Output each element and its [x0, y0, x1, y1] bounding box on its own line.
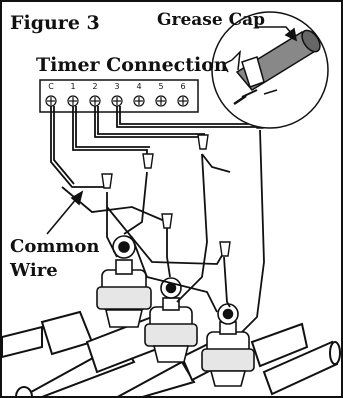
terminal-label-4: 4: [136, 82, 142, 91]
wire-connectors: [101, 113, 266, 257]
terminal-label-c: C: [48, 82, 54, 91]
terminal-label-1: 1: [70, 82, 76, 91]
timer-terminal-strip: [39, 79, 199, 113]
terminal-block: [39, 79, 199, 113]
grease-cap-label: Grease Cap: [157, 10, 266, 30]
terminal-label-2: 2: [92, 82, 98, 91]
terminal-label-3: 3: [114, 82, 120, 91]
valve-3: [201, 303, 255, 387]
wires: [50, 106, 265, 333]
grease-cap-inset: [211, 11, 329, 129]
common-wire-label: Common Wire: [10, 235, 100, 283]
grease-cap-arrow: [256, 26, 298, 42]
common-wire-arrow: [46, 190, 84, 235]
terminal-label-6: 6: [180, 82, 186, 91]
common-wire-label-line2: Wire: [10, 260, 58, 281]
pipe-network: [2, 310, 341, 396]
timer-connection-label: Timer Connection: [36, 54, 228, 76]
figure-title: Figure 3: [10, 12, 100, 34]
valve-1: [96, 235, 152, 328]
terminal-screws: [45, 95, 189, 107]
terminal-label-5: 5: [158, 82, 164, 91]
valve-2: [144, 277, 198, 363]
common-wire-label-line1: Common: [10, 236, 100, 257]
